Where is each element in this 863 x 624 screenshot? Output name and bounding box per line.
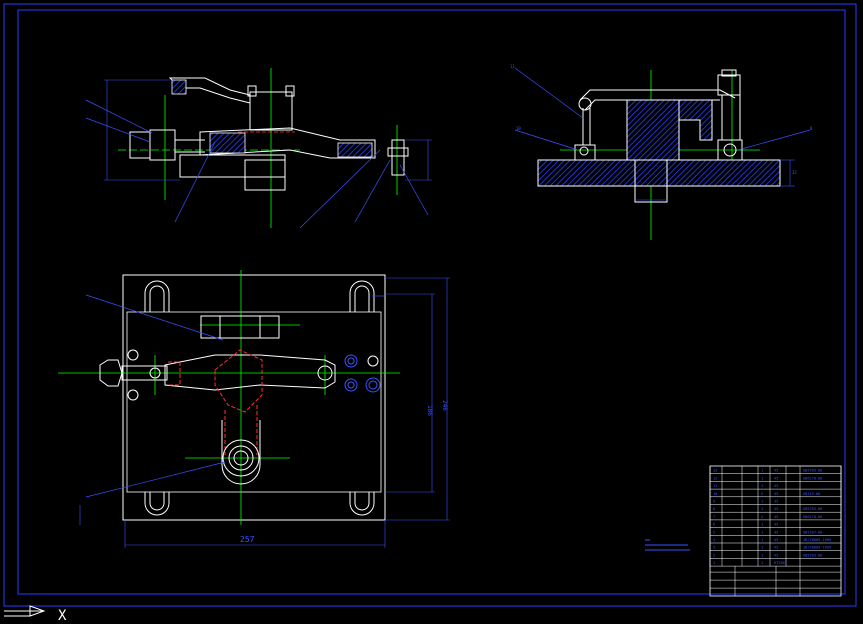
parts-list-cell: 45 (774, 523, 778, 527)
parts-list-cell: 7 (713, 515, 715, 519)
svg-text:8: 8 (810, 126, 813, 131)
parts-list-cell: 13 (713, 469, 717, 473)
parts-list-cell: 4 (713, 538, 715, 542)
parts-list-cell: GB119-86 (803, 492, 820, 496)
parts-list-cell: 1 (761, 484, 763, 488)
parts-list-cell: 2 (761, 492, 763, 496)
front-height-inner-dim: 186 (426, 405, 433, 416)
parts-list-cell: 2 (713, 553, 715, 557)
parts-list-cell: 1 (761, 500, 763, 504)
parts-list-cell: 45 (774, 500, 778, 504)
parts-list-cell: 1 (761, 561, 763, 565)
ucs-x-label: X (58, 608, 67, 624)
parts-list-cell: 45 (774, 484, 778, 488)
parts-list-cell: 45 (774, 492, 778, 496)
parts-list-cell: GB6170-86 (803, 515, 822, 519)
parts-list-cell: 45 (774, 538, 778, 542)
parts-list-cell: 1 (761, 530, 763, 534)
parts-list-cell: HT200 (774, 561, 785, 565)
parts-list-cell: 1 (761, 546, 763, 550)
drawing-frame (3, 3, 857, 607)
parts-list-cell: 10 (713, 492, 717, 496)
parts-list-cell: 1 (761, 538, 763, 542)
parts-list-cell: 45 (774, 553, 778, 557)
parts-list-cell: 45 (774, 546, 778, 550)
parts-list-cell: 3 (713, 546, 715, 550)
parts-list-cell: 1 (761, 507, 763, 511)
top-view: 257 186 246 (58, 270, 450, 548)
parts-list-cell: 6 (713, 523, 715, 527)
parts-list-cell: JB/T8009-1999 (803, 546, 831, 550)
front-width-dim: 257 (240, 535, 255, 544)
technical-notes (645, 539, 690, 551)
parts-list-cell: 1 (713, 561, 715, 565)
parts-list-cell: 45 (774, 530, 778, 534)
parts-list-cell: 5 (713, 530, 715, 534)
svg-text:10: 10 (516, 126, 521, 131)
parts-list-cell: 1 (761, 523, 763, 527)
parts-list-cell: GB6170-86 (803, 476, 822, 480)
parts-list-cell: 2 (761, 515, 763, 519)
parts-list-cell: 1 (761, 469, 763, 473)
side-view: 11 10 8 32 (510, 64, 813, 240)
parts-list-cell: 45 (774, 507, 778, 511)
parts-list-cell: GB5783-86 (803, 507, 822, 511)
ucs-icon: X (4, 605, 67, 624)
front-view (85, 68, 432, 229)
parts-list-cell: GB5783-86 (803, 469, 822, 473)
parts-list-cell: 45 (774, 476, 778, 480)
parts-list-cell: 1 (761, 476, 763, 480)
parts-list-cell: JB/T8009-1999 (803, 538, 831, 542)
side-height-dim: 32 (792, 170, 797, 175)
parts-list-cell: 1 (761, 553, 763, 557)
parts-list-cell: 12 (713, 476, 717, 480)
parts-list-cell: 45 (774, 515, 778, 519)
parts-list-cell: GB2207-80 (803, 530, 822, 534)
parts-list-cell: 8 (713, 507, 715, 511)
parts-list-cell: 45 (774, 469, 778, 473)
svg-text:11: 11 (510, 64, 515, 69)
parts-list-cell: 9 (713, 500, 715, 504)
parts-list-cell: 11 (713, 484, 717, 488)
front-height-outer-dim: 246 (441, 400, 448, 411)
parts-list-cell: GB5783-86 (803, 553, 822, 557)
